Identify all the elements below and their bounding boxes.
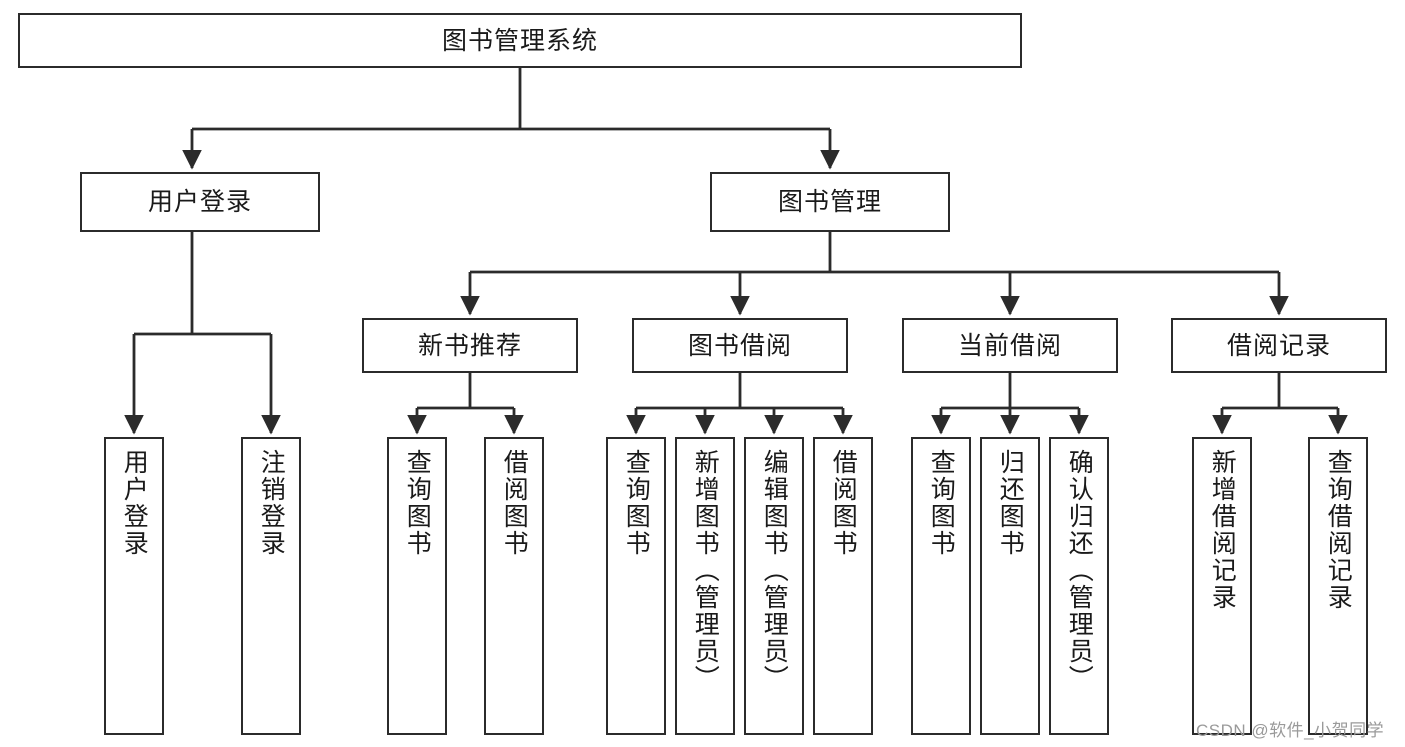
leaf-confirm-return-admin[interactable]: 确认归还（管理员） xyxy=(1049,437,1109,735)
node-root-book-management-system[interactable]: 图书管理系统 xyxy=(18,13,1022,68)
node-label: 查询图书 xyxy=(622,449,651,557)
leaf-logout[interactable]: 注销登录 xyxy=(241,437,301,735)
leaf-add-book-admin[interactable]: 新增图书（管理员） xyxy=(675,437,735,735)
node-label: 查询图书 xyxy=(403,449,432,557)
node-label: 当前借阅 xyxy=(957,331,1062,360)
leaf-query-book-borrow[interactable]: 查询图书 xyxy=(606,437,666,735)
node-label: 查询借阅记录 xyxy=(1324,449,1353,611)
node-book-borrow[interactable]: 图书借阅 xyxy=(632,318,848,373)
node-label: 图书借阅 xyxy=(687,331,792,360)
node-label: 借阅图书 xyxy=(829,449,858,557)
leaf-return-book[interactable]: 归还图书 xyxy=(980,437,1040,735)
node-borrow-record[interactable]: 借阅记录 xyxy=(1171,318,1387,373)
node-label: 编辑图书（管理员） xyxy=(760,449,789,692)
leaf-query-book-recommendation[interactable]: 查询图书 xyxy=(387,437,447,735)
leaf-edit-book-admin[interactable]: 编辑图书（管理员） xyxy=(744,437,804,735)
leaf-add-borrow-record[interactable]: 新增借阅记录 xyxy=(1192,437,1252,735)
node-book-management[interactable]: 图书管理 xyxy=(710,172,950,232)
leaf-query-borrow-record[interactable]: 查询借阅记录 xyxy=(1308,437,1368,735)
node-label: 新增图书（管理员） xyxy=(691,449,720,692)
node-label: 新书推荐 xyxy=(417,331,522,360)
node-label: 用户登录 xyxy=(120,449,149,557)
leaf-borrow-book-recommendation[interactable]: 借阅图书 xyxy=(484,437,544,735)
node-label: 借阅记录 xyxy=(1226,331,1331,360)
leaf-query-book-current[interactable]: 查询图书 xyxy=(911,437,971,735)
node-label: 图书管理系统 xyxy=(441,26,598,55)
node-label: 借阅图书 xyxy=(500,449,529,557)
node-label: 用户登录 xyxy=(147,188,252,216)
node-label: 图书管理 xyxy=(777,188,882,216)
node-new-book-recommendation[interactable]: 新书推荐 xyxy=(362,318,578,373)
node-label: 查询图书 xyxy=(927,449,956,557)
node-user-login[interactable]: 用户登录 xyxy=(80,172,320,232)
leaf-borrow-book[interactable]: 借阅图书 xyxy=(813,437,873,735)
node-label: 确认归还（管理员） xyxy=(1065,449,1094,692)
leaf-user-login[interactable]: 用户登录 xyxy=(104,437,164,735)
node-label: 新增借阅记录 xyxy=(1208,449,1237,611)
node-label: 注销登录 xyxy=(257,449,286,557)
node-current-borrow[interactable]: 当前借阅 xyxy=(902,318,1118,373)
node-label: 归还图书 xyxy=(996,449,1025,557)
